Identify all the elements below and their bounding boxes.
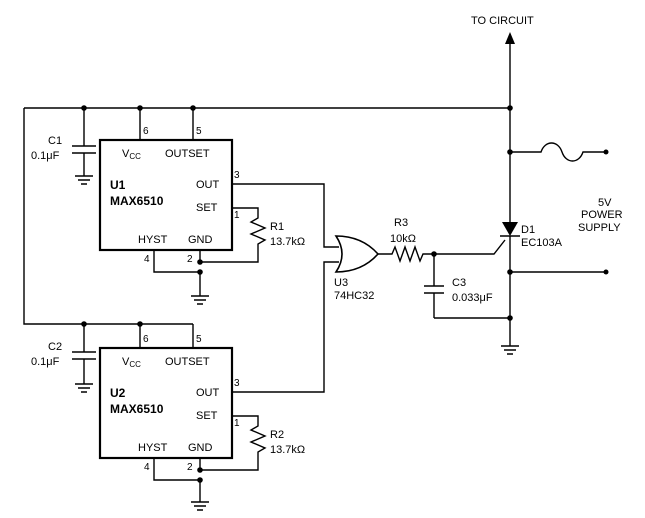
u2-pin-hyst: 4 <box>144 462 150 473</box>
or-gate-u3 <box>232 183 380 393</box>
u2-outset-label: OUTSET <box>165 356 210 368</box>
u1-chip <box>98 138 234 252</box>
u1-out-label: OUT <box>196 179 220 191</box>
u2-chip <box>98 346 234 460</box>
u1-gnd-label: GND <box>188 234 213 246</box>
supply-label-2: POWER <box>581 209 623 221</box>
resistor-r3 <box>378 244 434 264</box>
u2-pin-gnd: 2 <box>187 462 193 473</box>
u2-pin-vcc: 6 <box>143 334 149 345</box>
u1-part: MAX6510 <box>110 194 164 208</box>
junction-u1-gnd <box>197 259 203 265</box>
c3-ref: C3 <box>452 277 466 289</box>
capacitor-c1 <box>72 108 96 185</box>
junction-u2-hyst <box>197 477 203 483</box>
c1-value: 0.1μF <box>31 150 60 162</box>
u1-pin-outset: 5 <box>196 126 202 137</box>
r3-value: 10kΩ <box>390 233 416 245</box>
u1-pin-vcc: 6 <box>143 126 149 137</box>
r3-ref: R3 <box>394 217 408 229</box>
u2-vcc-label: VCC <box>122 356 141 369</box>
c1-ref: C1 <box>48 135 62 147</box>
d1-ref: D1 <box>521 224 535 236</box>
u1-pin-gnd: 2 <box>187 254 193 265</box>
u1-power-pins <box>139 108 194 140</box>
capacitor-c3 <box>424 254 444 318</box>
u3-part: 74HC32 <box>334 290 374 302</box>
d1-part: EC103A <box>521 237 563 249</box>
fuse-symbol <box>510 142 606 162</box>
u2-pin-outset: 5 <box>196 334 202 345</box>
u3-ref: U3 <box>334 277 348 289</box>
u2-power-pins <box>139 324 194 348</box>
capacitor-c2 <box>72 324 96 393</box>
u2-pin-out: 3 <box>234 378 240 389</box>
u1-pin-set: 1 <box>234 210 240 221</box>
c3-value: 0.033μF <box>452 292 493 304</box>
r2-ref: R2 <box>270 429 284 441</box>
wire-top-rail <box>23 107 510 325</box>
u1-vcc-label: VCC <box>122 148 141 161</box>
supply-label-3: SUPPLY <box>578 222 621 234</box>
u1-pin-out: 3 <box>234 170 240 181</box>
u1-pin-hyst: 4 <box>144 254 150 265</box>
ground-icon <box>191 501 209 511</box>
u1-ref: U1 <box>110 178 126 192</box>
supply-label-1: 5V <box>598 197 612 209</box>
u2-part: MAX6510 <box>110 402 164 416</box>
c2-value: 0.1μF <box>31 356 60 368</box>
resistor-r2 <box>153 415 267 502</box>
u2-hyst-label: HYST <box>138 442 168 454</box>
r1-value: 13.7kΩ <box>270 236 305 248</box>
ground-icon <box>501 345 519 355</box>
to-circuit-label: TO CIRCUIT <box>471 15 534 27</box>
u2-ref: U2 <box>110 386 126 400</box>
scr-d1 <box>434 222 520 346</box>
u2-pin-set: 1 <box>234 418 240 429</box>
junction-u2-gnd <box>197 467 203 473</box>
c2-ref: C2 <box>48 341 62 353</box>
u1-outset-label: OUTSET <box>165 148 210 160</box>
supply-terminal-pos <box>603 149 609 155</box>
ground-icon <box>191 295 209 305</box>
u2-gnd-label: GND <box>188 442 213 454</box>
r2-value: 13.7kΩ <box>270 444 305 456</box>
supply-terminal-neg <box>603 269 609 275</box>
u1-set-label: SET <box>196 202 218 214</box>
r1-ref: R1 <box>270 221 284 233</box>
u1-hyst-label: HYST <box>138 234 168 246</box>
arrow-up-icon <box>505 32 515 44</box>
u2-out-label: OUT <box>196 387 220 399</box>
junction-u1-hyst <box>197 269 203 275</box>
u2-set-label: SET <box>196 410 218 422</box>
